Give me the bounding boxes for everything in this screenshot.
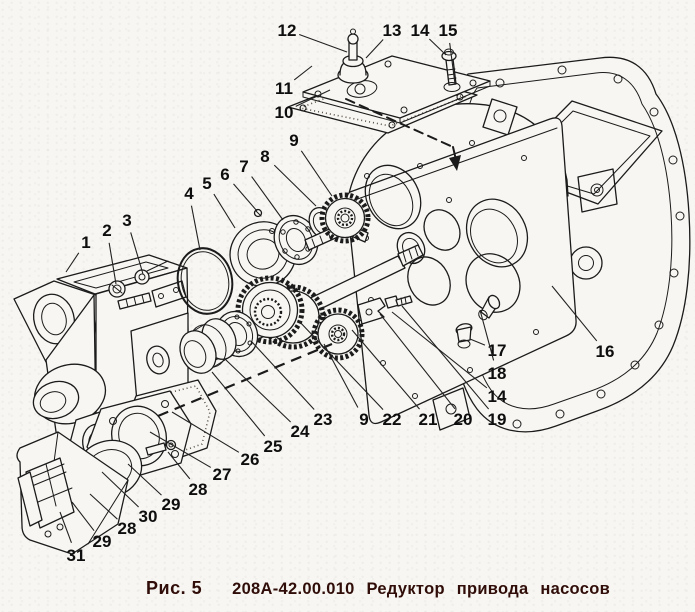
callout-leader-3 — [131, 232, 143, 274]
callout-number-7: 7 — [239, 157, 248, 176]
callout-leader-1 — [66, 253, 79, 272]
callout-number-15: 15 — [439, 21, 458, 40]
round-gasket — [172, 243, 239, 319]
callout-number-14: 14 — [411, 21, 430, 40]
callout-leader-29 — [128, 464, 161, 495]
figure-caption: Рис. 5 208А-42.00.010 Редуктор привода н… — [146, 578, 610, 599]
callout-leader-23 — [252, 342, 314, 409]
callout-number-20: 20 — [454, 410, 473, 429]
callout-leader-24 — [226, 360, 291, 422]
callout-leader-12 — [299, 34, 347, 52]
callout-number-11: 11 — [275, 79, 293, 98]
callout-leader-9 — [324, 344, 358, 408]
callout-number-23: 23 — [314, 410, 333, 429]
callout-number-28: 28 — [118, 519, 137, 538]
callout-number-16: 16 — [596, 342, 615, 361]
callout-leader-19 — [402, 306, 489, 409]
drain-plug — [455, 322, 473, 348]
callout-number-29: 29 — [93, 532, 112, 551]
callout-number-19: 19 — [488, 410, 507, 429]
callout-number-30: 30 — [139, 507, 158, 526]
callout-leader-28 — [168, 452, 190, 479]
drive-coupling-body — [17, 432, 128, 554]
callout-number-22: 22 — [383, 410, 402, 429]
callout-leader-5 — [214, 194, 235, 228]
callout-leader-27 — [150, 432, 211, 467]
callout-leader-22 — [298, 320, 383, 410]
callout-leader-13 — [366, 40, 383, 58]
end-cap — [173, 313, 242, 379]
lock-plate — [358, 298, 385, 324]
callout-number-5: 5 — [202, 174, 211, 193]
callout-leader-18 — [480, 310, 494, 360]
callout-leader-15 — [450, 43, 455, 84]
callout-leader-29 — [72, 502, 94, 531]
callout-number-31: 31 — [67, 546, 86, 565]
callout-leader-11 — [294, 66, 312, 80]
callout-number-28: 28 — [189, 480, 208, 499]
callout-leader-20 — [380, 314, 455, 409]
callout-number-4: 4 — [184, 184, 194, 203]
gear-cluster — [238, 278, 323, 347]
ball-bearing-upper — [266, 208, 325, 271]
callout-number-26: 26 — [241, 450, 260, 469]
callout-number-9: 9 — [289, 131, 298, 150]
callout-leader-30 — [102, 472, 139, 507]
callout-leader-4 — [191, 206, 200, 250]
callout-leader-17 — [470, 339, 485, 345]
assembly-axis-line — [158, 344, 332, 416]
drive-gear-upper — [305, 195, 368, 250]
callout-number-27: 27 — [213, 465, 232, 484]
callout-leader-7 — [252, 177, 283, 220]
callout-leader-8 — [274, 165, 316, 206]
callout-leader-25 — [212, 372, 265, 436]
callout-leader-14 — [429, 39, 446, 55]
callout-number-2: 2 — [102, 221, 111, 240]
filler-plug — [109, 281, 125, 297]
cover-bolt — [442, 49, 460, 92]
figure-title: 208А-42.00.010 Редуктор привода насосов — [232, 580, 611, 598]
callout-number-1: 1 — [81, 233, 90, 252]
retaining-bolt — [385, 296, 412, 308]
flange-bolt-holes — [496, 66, 684, 428]
callout-number-14: 14 — [488, 387, 507, 406]
lifting-lug — [483, 99, 517, 135]
callout-number-25: 25 — [264, 437, 283, 456]
callout-number-13: 13 — [383, 21, 402, 40]
callout-leader-31 — [60, 512, 71, 543]
callout-leader-2 — [109, 243, 116, 284]
callout-number-18: 18 — [488, 364, 507, 383]
direction-arrow — [346, 99, 461, 171]
callout-number-12: 12 — [278, 21, 297, 40]
set-screw — [255, 210, 262, 217]
callout-leader-6 — [234, 184, 257, 211]
callout-leader-16 — [552, 286, 597, 341]
callout-number-6: 6 — [220, 165, 229, 184]
driven-gear-lower — [314, 310, 362, 358]
callout-leader-26 — [172, 412, 239, 452]
callout-leader-21 — [352, 330, 420, 409]
callout-number-9: 9 — [359, 410, 368, 429]
callout-number-24: 24 — [291, 422, 310, 441]
relief-valve — [118, 261, 186, 309]
callout-number-3: 3 — [122, 211, 131, 230]
callout-number-21: 21 — [419, 410, 438, 429]
callout-number-29: 29 — [162, 495, 181, 514]
stud-and-nut-upper — [146, 441, 176, 456]
callout-leader-9 — [301, 151, 332, 196]
pump-boss-cylinder — [27, 355, 113, 432]
callout-number-8: 8 — [260, 147, 269, 166]
figure-number: Рис. 5 — [146, 578, 203, 598]
breather-valve — [338, 29, 368, 83]
callout-number-10: 10 — [275, 103, 294, 122]
callout-leader-10 — [296, 90, 330, 106]
main-housing — [347, 57, 690, 431]
callout-leader-28 — [90, 494, 117, 519]
